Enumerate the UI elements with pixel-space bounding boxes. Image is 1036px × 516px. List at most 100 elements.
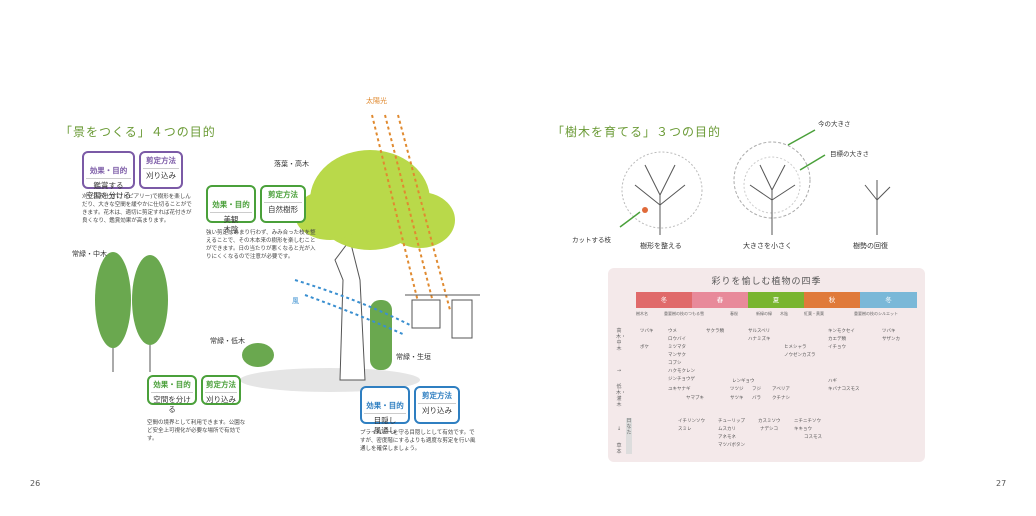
box1-method: 剪定方法刈り込み xyxy=(139,151,183,189)
page-number-right: 27 xyxy=(996,479,1007,488)
sub-3: 新緑の緑 xyxy=(756,311,772,316)
plant: コスモス xyxy=(804,435,822,440)
sun-label: 太陽光 xyxy=(366,97,387,105)
plant: キンモクセイ xyxy=(828,329,855,334)
label-target-size: 目標の大きさ xyxy=(830,150,869,158)
wind-line xyxy=(294,279,411,326)
label-recover: 樹勢の回復 xyxy=(853,242,888,250)
plant: サザンカ xyxy=(882,337,900,342)
plant: ヒメシャラ xyxy=(784,345,807,350)
plant: サクラ類 xyxy=(706,329,724,334)
plant: ミツマタ xyxy=(668,345,686,350)
label-shape: 樹形を整える xyxy=(640,242,682,250)
season-summer: 夏 xyxy=(748,292,804,308)
plant: ハナミズキ xyxy=(748,337,771,342)
plant: ロウバイ xyxy=(668,337,686,342)
plant: フジ xyxy=(752,387,761,392)
target-size-circle xyxy=(733,141,811,219)
label-hedge: 常緑・生垣 xyxy=(396,353,431,361)
plant: レンギョウ xyxy=(732,379,755,384)
plant: サツキ xyxy=(730,396,744,401)
plant: ウメ xyxy=(668,329,677,334)
sub-6: 重要樹の枝のシルエット xyxy=(854,311,898,316)
arrow-cut-branch xyxy=(619,211,641,228)
panel-title: 彩りを愉しむ植物の四季 xyxy=(711,277,822,287)
plant: イチリンソウ xyxy=(678,419,705,424)
box3-note: 空間の境界として利用できます。公園など安全上可視化が必要な場所で有効です。 xyxy=(147,420,246,442)
row-label-tall: 高木・中木 xyxy=(616,328,627,352)
plant: カスミソウ xyxy=(758,419,781,424)
row-label-arrow2: ↓ xyxy=(616,426,622,432)
left-page-title: 「景をつくる」４つの目的 xyxy=(60,125,216,139)
plant: カエデ類 xyxy=(828,337,846,342)
sub-1: 重要樹の枝のつもる雪 xyxy=(664,311,704,316)
plant: ツバキ xyxy=(882,329,896,334)
tree3 xyxy=(864,180,891,235)
plant: ノウゼンカズラ xyxy=(784,353,816,358)
plant: ムスカリ xyxy=(718,427,736,432)
row-label-shrub: 低木・灌木 xyxy=(616,384,627,408)
plant: キバナコスモス xyxy=(828,387,860,392)
label-evergreen-mid: 常緑・中木 xyxy=(72,250,107,258)
season-spring: 春 xyxy=(692,292,748,308)
row-label-herb: 草本 xyxy=(616,443,622,455)
sub-0: 樹木名 xyxy=(636,311,648,316)
sub-2: 春桜 xyxy=(730,311,738,316)
plant: サルスベリ xyxy=(748,329,771,334)
left-illustration xyxy=(95,114,480,392)
season-winter-1: 冬 xyxy=(636,292,692,308)
season-winter-2: 冬 xyxy=(860,292,917,308)
box3-purpose: 効果・目的空間を分ける xyxy=(147,375,197,414)
tree1-outline xyxy=(621,151,703,229)
tall-tree-trunk xyxy=(334,238,366,381)
box3-method: 剪定方法刈り込み xyxy=(201,375,241,405)
plant: ハギ xyxy=(828,379,837,384)
low-shrub xyxy=(242,343,274,367)
plant: キキョウ xyxy=(794,427,812,432)
wind-label: 風 xyxy=(292,297,299,305)
plant: スミレ xyxy=(678,427,692,432)
sub-5: 紅葉・黄葉 xyxy=(804,311,824,316)
season-autumn: 秋 xyxy=(804,292,860,308)
box2-purpose: 効果・目的美観 木陰 xyxy=(206,185,256,234)
plant: コブシ xyxy=(668,361,682,366)
plant: ユキヤナギ xyxy=(668,387,691,392)
box4-method: 剪定方法刈り込み xyxy=(414,386,460,424)
label-current-size: 今の大きさ xyxy=(818,120,851,128)
plant: ツバキ xyxy=(640,329,654,334)
row-label-arrow1: → xyxy=(616,368,622,374)
plant: ニチニチソウ xyxy=(794,419,821,424)
arrow-target-size xyxy=(799,154,826,171)
page-number-left: 26 xyxy=(30,479,41,488)
evergreen-mid-1 xyxy=(95,252,131,348)
sun-bar: 日なた xyxy=(626,418,632,454)
arrow-current-size xyxy=(787,129,816,146)
box4-note: プライバシーを守る目隠しとして有効です。ですが、密度階にするよりも適度な剪定を行… xyxy=(360,430,476,452)
label-smaller: 大きさを小さく xyxy=(743,242,792,250)
plant: ハクモクレン xyxy=(668,369,695,374)
box4-purpose: 効果・目的目隠し 風通し xyxy=(360,386,410,435)
box1-note: 刈り込み仕立て(トピアリー)で樹形を楽しんだり、大きな空間を緩やかに仕切ることが… xyxy=(82,194,192,224)
seasons-panel: 彩りを愉しむ植物の四季 冬 春 夏 秋 冬 樹木名 重要樹の枝のつもる雪 春桜 … xyxy=(608,268,925,462)
box2-note: 強い剪定はあまり行わず、みみ合った枝を整えることで、その木本来の樹形を楽しむこと… xyxy=(206,230,316,260)
plant: マツバボタン xyxy=(718,443,745,448)
plant: ボケ xyxy=(640,345,649,350)
plant: マンサク xyxy=(668,353,686,358)
plant: アネモネ xyxy=(718,435,736,440)
box1-purpose: 効果・目的鑑賞する 空間を分ける xyxy=(82,151,135,200)
plant: アベリア xyxy=(772,387,790,392)
plant: ヤマブキ xyxy=(686,396,704,401)
plant: クチナシ xyxy=(772,396,790,401)
plant: イチョウ xyxy=(828,345,846,350)
right-illustration xyxy=(619,129,891,235)
label-cut-branch: カットする枝 xyxy=(572,236,611,244)
plant: ジンチョウゲ xyxy=(668,377,695,382)
sub-4: 木陰 xyxy=(780,311,788,316)
label-evergreen-low: 常緑・低木 xyxy=(210,337,245,345)
hedge xyxy=(370,300,392,370)
plant: ツツジ xyxy=(730,387,744,392)
plant: ナデシコ xyxy=(760,427,778,432)
shirt xyxy=(411,299,441,329)
box2-method: 剪定方法自然樹形 xyxy=(260,185,306,223)
pants xyxy=(451,299,473,339)
